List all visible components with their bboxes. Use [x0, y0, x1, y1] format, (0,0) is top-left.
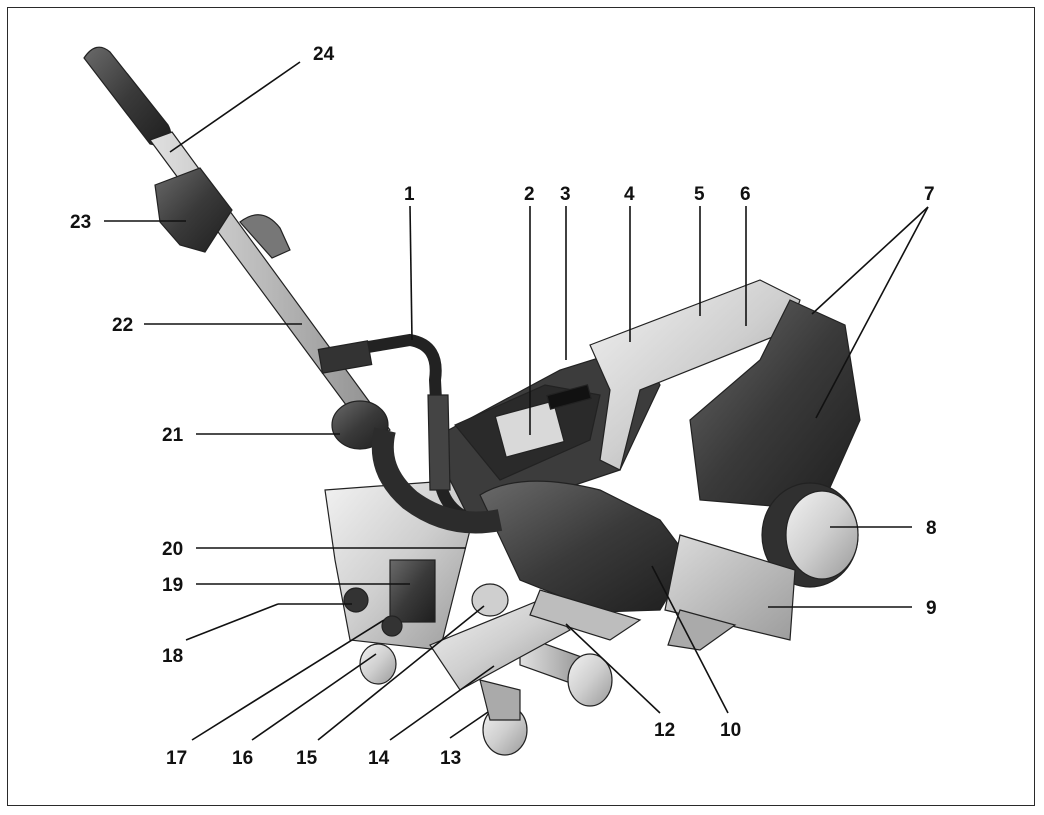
- callout-6: 6: [740, 184, 751, 205]
- leader-16: [251, 653, 377, 741]
- leader-7a: [811, 206, 929, 315]
- panel-led-bar: [546, 384, 592, 410]
- callout-20: 20: [162, 539, 183, 560]
- callout-1: 1: [404, 184, 415, 205]
- callout-14: 14: [368, 748, 390, 769]
- leader-12: [565, 623, 661, 714]
- side-knob-17: [381, 615, 403, 637]
- callout-3: 3: [560, 184, 571, 205]
- leader-18: [185, 603, 279, 641]
- pulley: [359, 643, 397, 685]
- callout-8: 8: [926, 518, 937, 539]
- side-knob-18: [343, 587, 369, 613]
- handle-grip: [83, 46, 172, 147]
- leader-17: [191, 619, 385, 741]
- callout-13: 13: [440, 748, 461, 769]
- welding-machine: [83, 46, 861, 756]
- cable-hook: [239, 214, 291, 259]
- front-plate: [429, 599, 571, 691]
- leader-24: [169, 61, 301, 153]
- blower-tube: [664, 534, 796, 641]
- callout-22: 22: [112, 315, 133, 336]
- callout-12: 12: [654, 720, 675, 741]
- callout-18: 18: [162, 646, 183, 667]
- leader-7b: [815, 206, 929, 419]
- leader-1: [409, 205, 413, 341]
- leader-14: [389, 665, 495, 741]
- leader-13: [449, 711, 489, 739]
- guide-wheel-arm: [479, 679, 521, 721]
- nozzle-tip: [667, 609, 737, 651]
- callout-10: 10: [720, 720, 741, 741]
- callout-4: 4: [624, 184, 635, 205]
- leader-lines: [104, 61, 929, 741]
- drive-motor: [689, 299, 861, 511]
- pressure-arm: [529, 589, 642, 641]
- drive-roller-face: [785, 490, 859, 580]
- callout-labels: 1 2 3 4 5 6 7 8 9 10 12 13 14 15 16 17 1…: [70, 44, 937, 769]
- callout-16: 16: [232, 748, 253, 769]
- callout-23: 23: [70, 212, 91, 233]
- cable-plug: [317, 340, 373, 374]
- callout-9: 9: [926, 598, 937, 619]
- callout-24: 24: [313, 44, 335, 65]
- leader-10: [651, 565, 729, 714]
- leader-15: [317, 605, 485, 741]
- blower-hose: [371, 427, 503, 534]
- front-roller: [567, 653, 613, 707]
- top-frame: [589, 279, 801, 471]
- rod-clamp: [154, 167, 233, 253]
- blower-body: [479, 480, 691, 613]
- callout-7: 7: [924, 184, 935, 205]
- callout-5: 5: [694, 184, 705, 205]
- callout-21: 21: [162, 425, 184, 446]
- cable-strain-relief: [427, 394, 451, 491]
- callout-2: 2: [524, 184, 535, 205]
- callout-15: 15: [296, 748, 318, 769]
- callout-19: 19: [162, 575, 183, 596]
- side-switch-panel: [389, 559, 436, 623]
- callout-17: 17: [166, 748, 187, 769]
